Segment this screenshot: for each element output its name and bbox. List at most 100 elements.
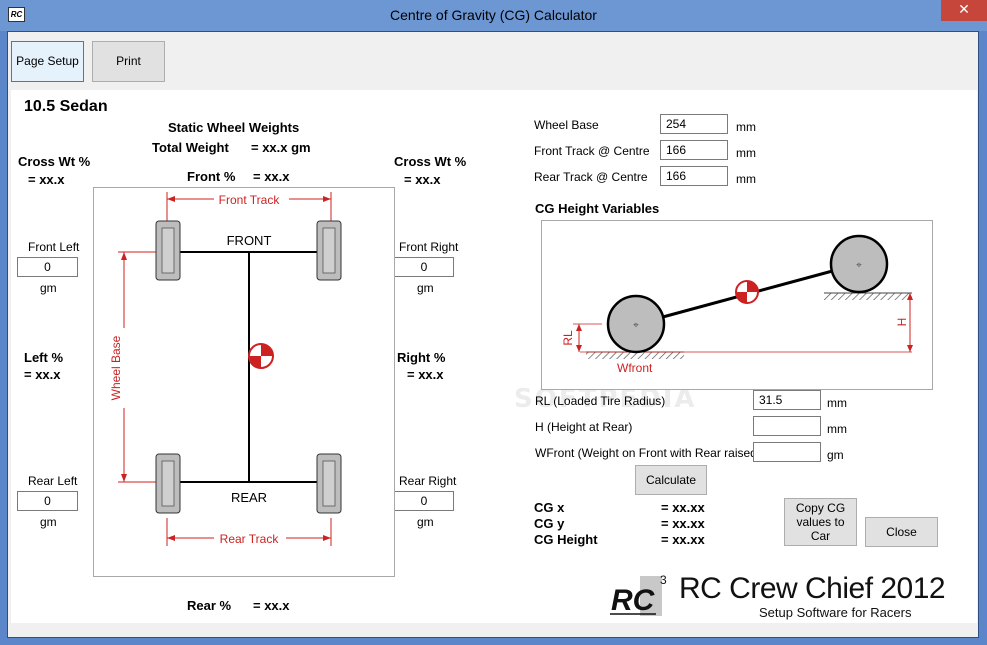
- window-title: Centre of Gravity (CG) Calculator: [390, 7, 597, 23]
- wheel-rear-left-hub: [161, 460, 175, 507]
- rl-arrow-bottom: [576, 345, 582, 352]
- close-button[interactable]: Close: [865, 517, 938, 547]
- front-track-label-bg: [214, 191, 289, 207]
- rear-left-input[interactable]: [17, 491, 78, 511]
- logo-gray-block: [640, 576, 662, 616]
- rl-arrow-top: [576, 324, 582, 331]
- front-right-label: Front Right: [399, 240, 459, 254]
- logo-title: RC Crew Chief 2012: [679, 572, 946, 605]
- cross-wt-left-label: Cross Wt %: [18, 154, 91, 169]
- front-label: FRONT: [227, 233, 272, 248]
- wfront-input[interactable]: [753, 442, 821, 462]
- logo-superscript: 3: [660, 573, 667, 587]
- cg-y-label: CG y: [534, 516, 565, 531]
- rear-track-input[interactable]: [660, 166, 728, 186]
- chassis-diagram: Front Track Rear Track Wheel Base: [93, 187, 395, 577]
- wfront-unit: gm: [827, 448, 844, 462]
- print-button[interactable]: Print: [92, 41, 165, 82]
- cg-x-label: CG x: [534, 500, 565, 515]
- front-pct-label: Front %: [187, 169, 236, 184]
- wheel-base-unit: mm: [736, 120, 756, 134]
- h-tag: H: [895, 318, 909, 327]
- front-right-input[interactable]: [394, 257, 454, 277]
- chassis-diagram-svg: Front Track Rear Track Wheel Base: [108, 191, 342, 546]
- wheel-base-label-bg: [108, 328, 140, 408]
- wheel-rear-right-hub: [322, 460, 336, 507]
- h-arrow-top: [907, 293, 913, 300]
- rear-right-label: Rear Right: [399, 474, 457, 488]
- logo-mark: RC: [611, 584, 656, 617]
- cg-side-marker-icon: [735, 280, 759, 304]
- page-setup-button[interactable]: Page Setup: [11, 41, 84, 82]
- client-area: Page Setup Print SOFTPEDIA 10.5 Sedan St…: [7, 31, 979, 638]
- rear-left-label: Rear Left: [28, 474, 78, 488]
- cg-y-value: = xx.xx: [661, 516, 705, 531]
- cg-marker-icon: [248, 343, 274, 369]
- rear-track-field-label: Rear Track @ Centre: [534, 170, 648, 184]
- calculate-button[interactable]: Calculate: [635, 465, 707, 495]
- cross-wt-left-value: = xx.x: [28, 172, 65, 187]
- wheel-front-right-hub: [322, 227, 336, 274]
- car-name: 10.5 Sedan: [24, 98, 108, 115]
- front-track-field-label: Front Track @ Centre: [534, 144, 650, 158]
- total-weight-value: = xx.x gm: [251, 140, 311, 155]
- front-left-unit: gm: [40, 281, 57, 295]
- cg-height-diagram-svg: ⌖ ⌖ RL H: [561, 234, 913, 375]
- cg-height-label: CG Height: [534, 532, 598, 547]
- rl-unit: mm: [827, 396, 847, 410]
- rc-logo: RC 3: [608, 570, 670, 620]
- rear-label: REAR: [231, 490, 267, 505]
- rear-wheel-side: [829, 234, 889, 294]
- total-weight-label: Total Weight: [152, 140, 229, 155]
- right-pct-label: Right %: [397, 350, 446, 365]
- title-bar: RC Centre of Gravity (CG) Calculator ✕: [0, 0, 987, 31]
- rear-right-unit: gm: [417, 515, 434, 529]
- rear-track-arrow-left: [167, 535, 175, 541]
- wfront-field-label: WFront (Weight on Front with Rear raised…: [535, 446, 761, 460]
- wheel-base-arrow-top: [121, 252, 127, 260]
- rear-left-unit: gm: [40, 515, 57, 529]
- rl-input[interactable]: [753, 390, 821, 410]
- front-track-input[interactable]: [660, 140, 728, 160]
- front-track-unit: mm: [736, 146, 756, 160]
- cross-wt-right-label: Cross Wt %: [394, 154, 467, 169]
- front-left-input[interactable]: [17, 257, 78, 277]
- rear-pct-label: Rear %: [187, 598, 232, 613]
- rl-tag: RL: [561, 330, 575, 346]
- copy-cg-button[interactable]: Copy CG values to Car: [784, 498, 857, 546]
- left-pct-value: = xx.x: [24, 367, 61, 382]
- wheel-front-left-hub: [161, 227, 175, 274]
- wheel-base-field-label: Wheel Base: [534, 118, 599, 132]
- cg-height-diagram: ⌖ ⌖ RL H: [541, 220, 933, 390]
- rl-field-label: RL (Loaded Tire Radius): [535, 394, 666, 408]
- cg-height-value: = xx.xx: [661, 532, 705, 547]
- rear-track-label-bg: [214, 530, 286, 546]
- h-field-label: H (Height at Rear): [535, 420, 633, 434]
- h-unit: mm: [827, 422, 847, 436]
- rear-ground-hatch: [824, 293, 912, 300]
- h-arrow-bottom: [907, 345, 913, 352]
- main-panel: SOFTPEDIA 10.5 Sedan Static Wheel Weight…: [11, 90, 977, 623]
- rc-logo-icon: RC 3: [610, 573, 667, 617]
- logo-subtitle: Setup Software for Racers: [759, 605, 912, 620]
- rear-track-unit: mm: [736, 172, 756, 186]
- front-pct-value: = xx.x: [253, 169, 290, 184]
- rear-track-arrow-right: [323, 535, 331, 541]
- h-input[interactable]: [753, 416, 821, 436]
- rear-track-label: Rear Track: [220, 532, 280, 546]
- front-left-label: Front Left: [28, 240, 80, 254]
- cg-height-heading: CG Height Variables: [535, 201, 660, 216]
- wfront-tag: Wfront: [617, 361, 653, 375]
- front-track-arrow-left: [167, 196, 175, 202]
- front-ground-hatch: [586, 352, 684, 359]
- static-weights-heading: Static Wheel Weights: [168, 120, 300, 135]
- left-pct-label: Left %: [24, 350, 63, 365]
- window-close-button[interactable]: ✕: [941, 0, 987, 21]
- front-track-arrow-right: [323, 196, 331, 202]
- wheel-base-input[interactable]: [660, 114, 728, 134]
- wheel-base-label: Wheel Base: [109, 335, 123, 400]
- rear-wheel-axle-icon: ⌖: [856, 260, 862, 271]
- rear-pct-value: = xx.x: [253, 598, 290, 613]
- rear-right-input[interactable]: [394, 491, 454, 511]
